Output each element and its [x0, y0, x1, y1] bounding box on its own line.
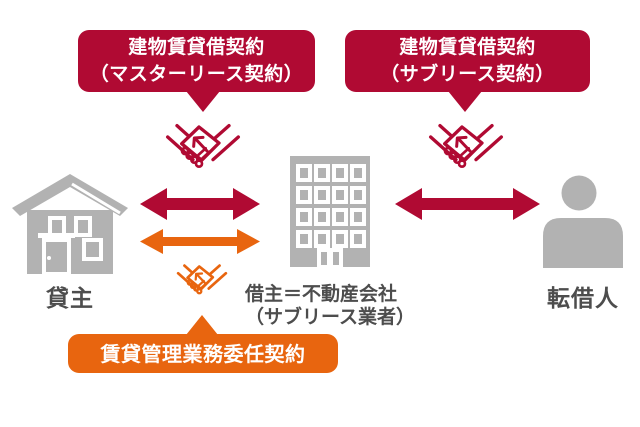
handshake-icon — [163, 116, 243, 178]
crimson-double-arrow-right — [395, 187, 540, 221]
lessee-label-line1: 借主＝不動産会社 — [245, 283, 398, 305]
lessee-label-line2: （サブリース業者） — [245, 306, 416, 328]
orange-double-arrow — [140, 228, 260, 255]
management-bubble-tail — [186, 315, 218, 335]
sublease-bubble-tail — [448, 91, 482, 112]
person-icon — [543, 175, 623, 268]
handshake-icon — [426, 116, 506, 178]
building-icon — [288, 154, 372, 267]
master-lease-bubble-line1: 建物賃貸借契約 — [128, 36, 265, 58]
sublease-bubble: 建物賃貸借契約 （サブリース契約） — [345, 30, 590, 92]
master-lease-bubble-line2: （マスターリース契約） — [89, 63, 304, 85]
master-lease-bubble: 建物賃貸借契約 （マスターリース契約） — [78, 30, 315, 92]
lessor-label: 貸主 — [46, 286, 94, 312]
sublessee-label: 転借人 — [547, 286, 619, 312]
sublease-bubble-line1: 建物賃貸借契約 — [399, 36, 536, 58]
handshake-icon — [175, 259, 229, 301]
sublease-bubble-line2: （サブリース契約） — [380, 63, 555, 85]
management-bubble: 賃貸管理業務委任契約 — [68, 334, 338, 373]
management-bubble-label: 賃貸管理業務委任契約 — [100, 341, 306, 366]
house-icon — [8, 170, 132, 274]
crimson-double-arrow-left — [140, 187, 260, 221]
lessee-label: 借主＝不動産会社 （サブリース業者） — [245, 283, 415, 329]
master-lease-bubble-tail — [186, 91, 220, 112]
